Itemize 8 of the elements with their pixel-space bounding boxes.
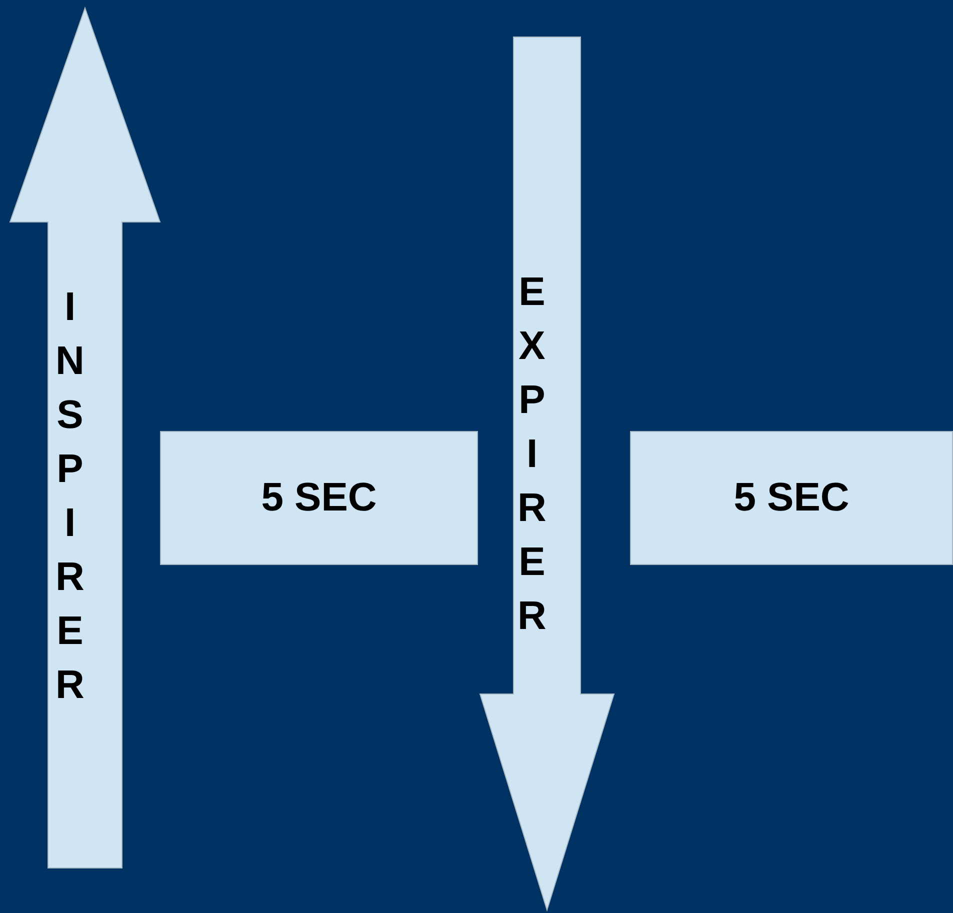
arrow-label: INSPIRER — [55, 284, 85, 709]
duration-label: 5 SEC — [260, 476, 378, 520]
duration-box — [160, 431, 478, 565]
duration-label: 5 SEC — [732, 476, 850, 520]
block-arrow — [10, 8, 160, 868]
arrow-label: EXPIRER — [517, 269, 547, 640]
duration-box — [630, 431, 953, 565]
block-arrow — [480, 37, 614, 910]
